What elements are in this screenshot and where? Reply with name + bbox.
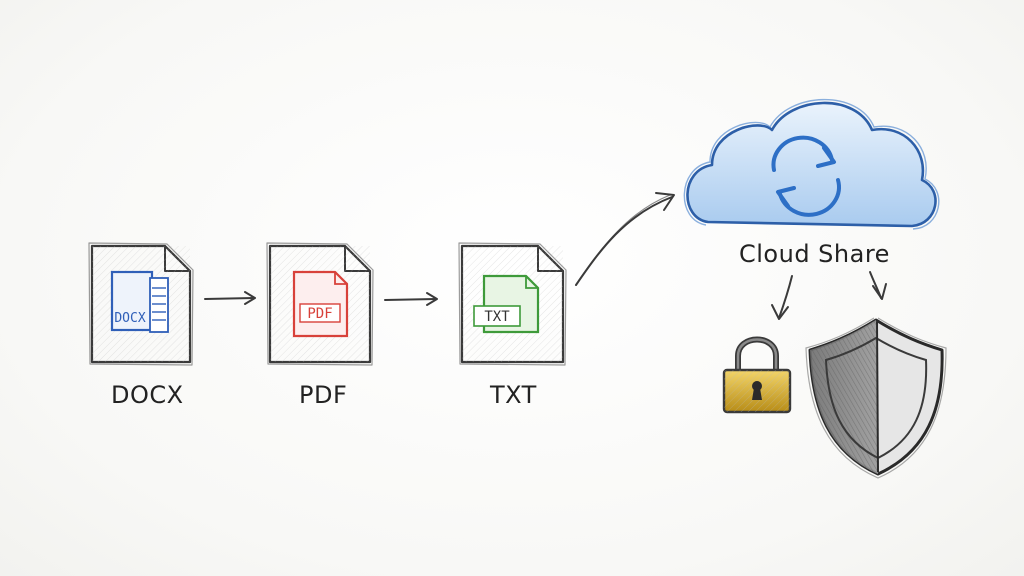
txt-node: TXT [458,242,567,366]
pdf-badge: PDF [307,306,332,322]
cloud-node [683,99,940,230]
sync-arrows-icon [771,135,841,217]
txt-badge: TXT [484,309,510,325]
arrow-docx-to-pdf [204,291,256,305]
docx-badge: DOCX [114,311,145,326]
arrow-txt-to-cloud [575,192,675,286]
arrow-cloud-to-lock [771,275,793,320]
arrow-pdf-to-txt [384,292,438,306]
pdf-caption: PDF [299,381,348,409]
arrow-cloud-to-shield [869,271,887,300]
pdf-file-icon: PDF [292,270,349,338]
docx-caption: DOCX [111,381,184,409]
txt-caption: TXT [490,381,537,409]
pdf-node: PDF [266,242,374,366]
padlock-icon [722,336,792,414]
txt-file-icon: TXT [473,274,540,334]
shield-icon [805,317,947,479]
docx-node: DOCX [88,242,194,366]
cloud-caption: Cloud Share [739,240,890,268]
docx-file-icon: DOCX [110,270,169,333]
